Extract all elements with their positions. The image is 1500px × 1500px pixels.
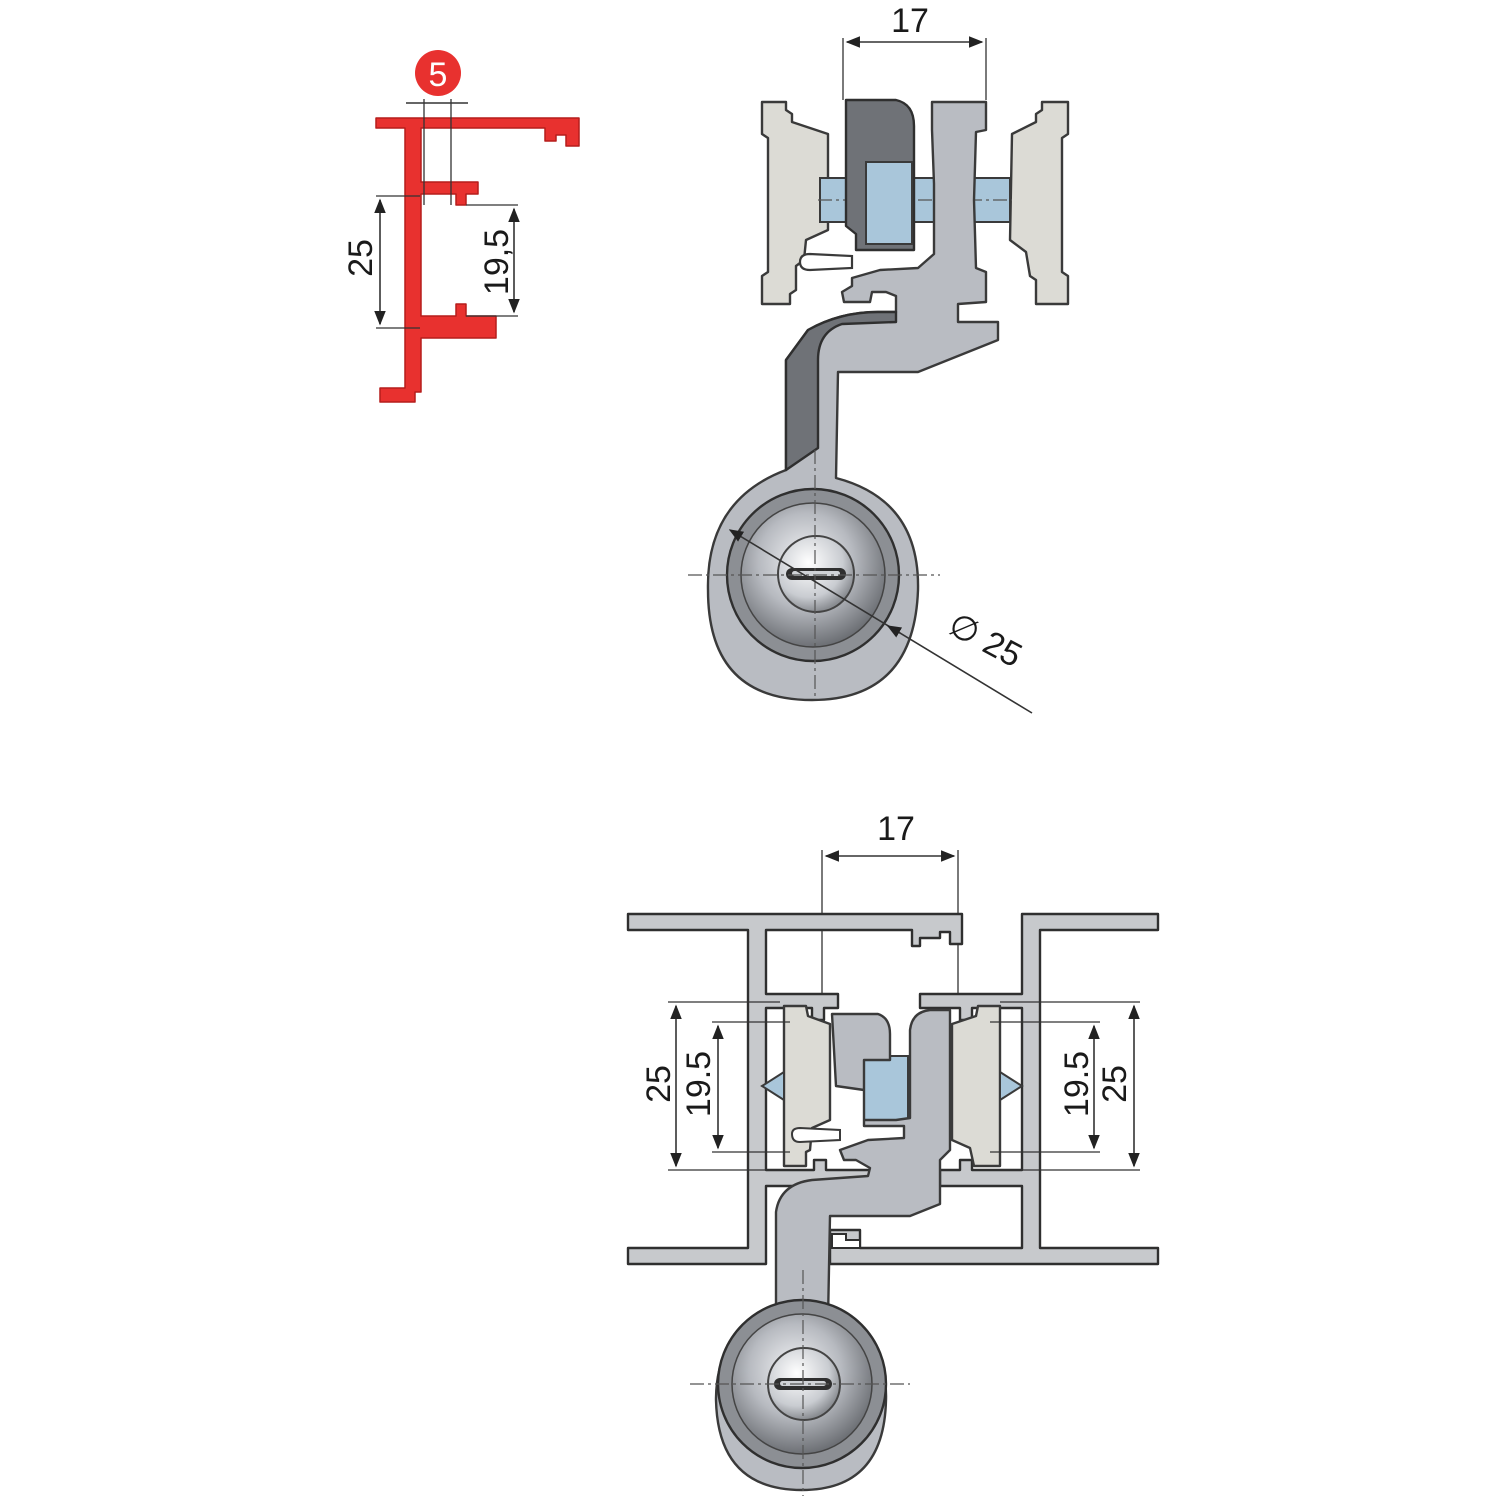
assembly-left-dim-25: 25 <box>640 1065 678 1103</box>
right-track-profile <box>828 912 1160 1266</box>
badge-label: 5 <box>429 56 448 94</box>
assembly-left-dim-19-5: 19.5 <box>680 1051 718 1117</box>
section-badge: 5 <box>415 50 461 96</box>
assembly-right-dim-19-5: 19.5 <box>1058 1051 1096 1117</box>
profile-section: 5 25 19,5 <box>342 50 580 403</box>
hanger-view: 17 ∅ 25 <box>688 2 1070 714</box>
stem-shadow <box>784 310 898 472</box>
red-track-profile <box>375 117 580 403</box>
right-slider <box>1008 100 1070 306</box>
badge-circle <box>415 50 461 96</box>
assembly-right-slider <box>950 1004 1002 1168</box>
assembly-hook-notch <box>790 1126 841 1144</box>
lower-track-slot <box>831 1233 861 1249</box>
assembly-dim-17: 17 <box>877 810 915 848</box>
hanger-dim-17: 17 <box>891 2 929 40</box>
assembly-view: 17 25 19.5 <box>626 810 1160 1496</box>
assembly-axle <box>863 1055 909 1121</box>
hook-notch <box>798 252 854 272</box>
left-slider <box>760 100 830 306</box>
left-axle-tip <box>760 1070 785 1102</box>
profile-dim-25: 25 <box>342 239 380 277</box>
hanger-dim-diameter: ∅ 25 <box>942 605 1028 675</box>
profile-dim-19-5: 19,5 <box>478 229 516 295</box>
assembly-right-dim-25: 25 <box>1096 1065 1134 1103</box>
right-axle-tip <box>999 1070 1024 1102</box>
axle-block <box>865 161 913 245</box>
